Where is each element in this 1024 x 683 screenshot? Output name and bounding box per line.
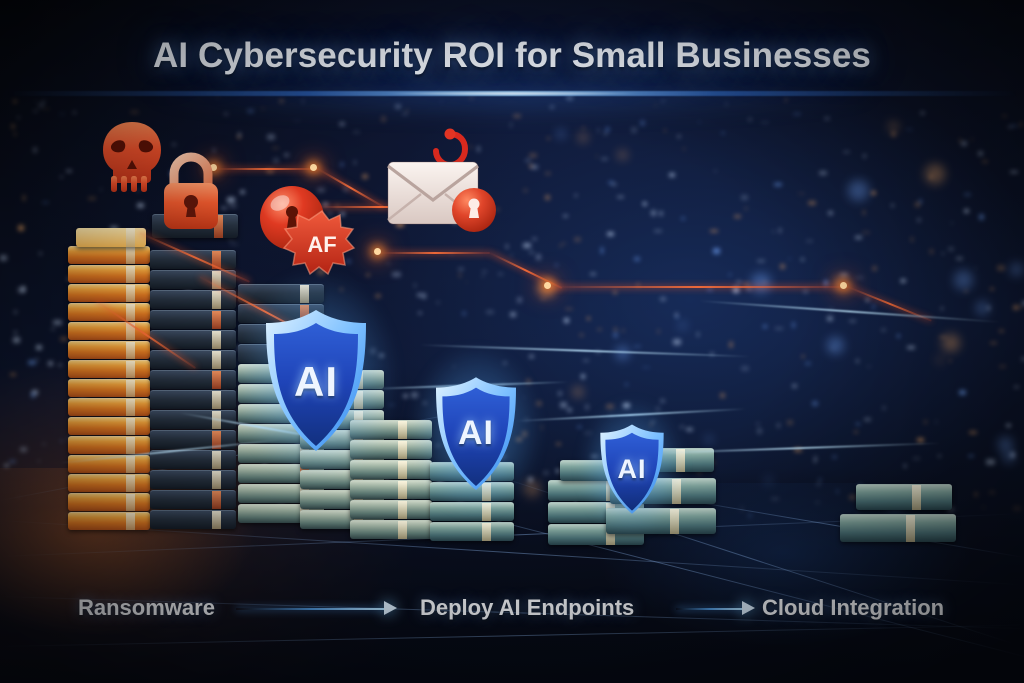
money-bundle (856, 484, 952, 510)
stage-label-deploy-ai: Deploy AI Endpoints (420, 595, 635, 620)
money-bundle (150, 310, 236, 329)
money-bundle (68, 417, 150, 435)
money-bundle (68, 341, 150, 359)
money-bundle (840, 514, 956, 542)
money-bundle (68, 379, 150, 397)
phishing-mail-icon (378, 122, 500, 242)
money-bundle (68, 493, 150, 511)
money-bundle (68, 322, 150, 340)
ai-shield-small-label: AI (617, 454, 647, 484)
money-bundle (68, 512, 150, 530)
threat-node (310, 164, 317, 171)
money-bundle (150, 390, 236, 409)
money-bundle (68, 360, 150, 378)
threat-node (374, 248, 381, 255)
money-bundle (150, 470, 236, 489)
burst-badge: AF (282, 209, 356, 277)
ai-shield-medium: AI (406, 347, 546, 521)
page-title: AI Cybersecurity ROI for Small Businesse… (153, 36, 871, 75)
flow-arrow-1 (236, 599, 400, 619)
money-bundle (150, 510, 236, 529)
money-bundle (68, 436, 150, 454)
money-bundle (68, 303, 150, 321)
money-bundle (150, 370, 236, 389)
money-bundle (68, 474, 150, 492)
money-bundle (350, 520, 432, 539)
padlock-icon (157, 150, 225, 232)
burst-badge-label: AF (307, 232, 336, 257)
money-bundle (68, 246, 150, 264)
ai-shield-medium-label: AI (458, 414, 494, 452)
threat-node (840, 282, 847, 289)
ai-shield-large-label: AI (294, 358, 338, 405)
money-bundle (68, 265, 150, 283)
money-bundle (68, 284, 150, 302)
money-bundle (150, 290, 236, 309)
flow-arrow-2 (676, 599, 758, 619)
money-bundle (76, 228, 146, 247)
money-bundle (430, 522, 514, 541)
money-bundle (150, 270, 236, 289)
money-bundle (150, 250, 236, 269)
stage-label-ransomware: Ransomware (78, 595, 215, 620)
money-bundle (150, 490, 236, 509)
stage-label-cloud: Cloud Integration (762, 595, 945, 620)
title-underline-beam (7, 91, 1017, 96)
ai-shield-large: AI (229, 273, 403, 489)
threat-node (544, 282, 551, 289)
ai-shield-small: AI (577, 401, 687, 538)
money-bundle (68, 398, 150, 416)
